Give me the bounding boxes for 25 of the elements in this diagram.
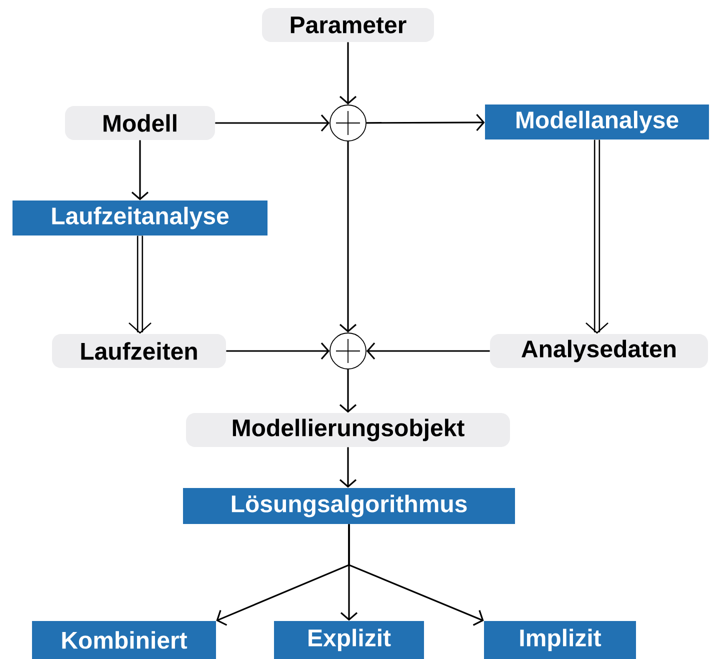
arrow [366,114,485,131]
process-box: Kombiniert [32,621,216,659]
process-box: Modellanalyse [485,104,709,140]
arrow [339,369,357,413]
arrow [586,140,608,334]
process-box: Lösungsalgorithmus [183,488,515,524]
arrow [215,114,330,132]
process-box: Laufzeitanalyse [12,200,268,236]
arrow [131,140,149,200]
process-box: Implizit [484,621,636,659]
sum-circle [330,104,366,142]
arrow [339,447,357,488]
process-box: Explizit [274,621,424,659]
data-box: Analysedaten [490,334,708,368]
arrow [366,342,490,360]
arrow [339,141,357,333]
arrow [226,342,330,360]
arrow [348,524,484,626]
data-box: Parameter [262,8,434,42]
arrow [128,236,152,334]
data-box: Modellierungsobjekt [186,413,510,447]
data-box: Modell [65,106,215,140]
data-box: Laufzeiten [52,334,226,368]
arrow [339,42,357,105]
sum-circle [330,332,366,370]
